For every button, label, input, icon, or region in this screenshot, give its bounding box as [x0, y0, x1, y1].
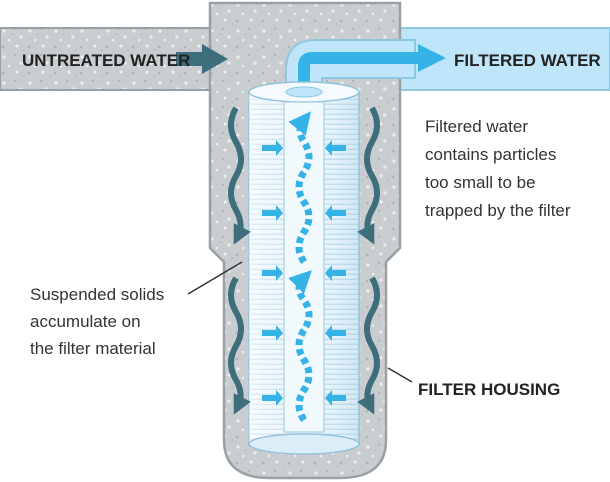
core-flow-lower — [288, 270, 313, 422]
outlet-arrow-icon — [418, 44, 446, 72]
solids-note: Suspended solids accumulate on the filte… — [30, 285, 169, 358]
filtered-note-line: too small to be — [425, 173, 536, 192]
solids-note-line: Suspended solids — [30, 285, 164, 304]
solids-note-line: accumulate on — [30, 312, 141, 331]
leader-line — [387, 367, 413, 383]
solids-note-line: the filter material — [30, 339, 156, 358]
flow-arrow-icon — [262, 140, 346, 406]
filtered-note-line: contains particles — [425, 145, 556, 164]
inlet-arrow-shaft — [176, 52, 206, 66]
leader-line — [187, 261, 243, 295]
filtered-note-line: Filtered water — [425, 117, 528, 136]
filter-core — [283, 101, 325, 433]
dirty-flow — [228, 106, 380, 415]
outlet-label: FILTERED WATER — [454, 51, 601, 70]
filtered-note: Filtered water contains particles too sm… — [425, 117, 571, 220]
outlet-flow — [298, 52, 420, 92]
core-flow-upper — [288, 111, 313, 264]
inlet-arrow-icon — [202, 44, 228, 74]
housing-label: FILTER HOUSING — [418, 380, 560, 399]
filtered-note-line: trapped by the filter — [425, 201, 571, 220]
inlet-label: UNTREATED WATER — [22, 51, 190, 70]
